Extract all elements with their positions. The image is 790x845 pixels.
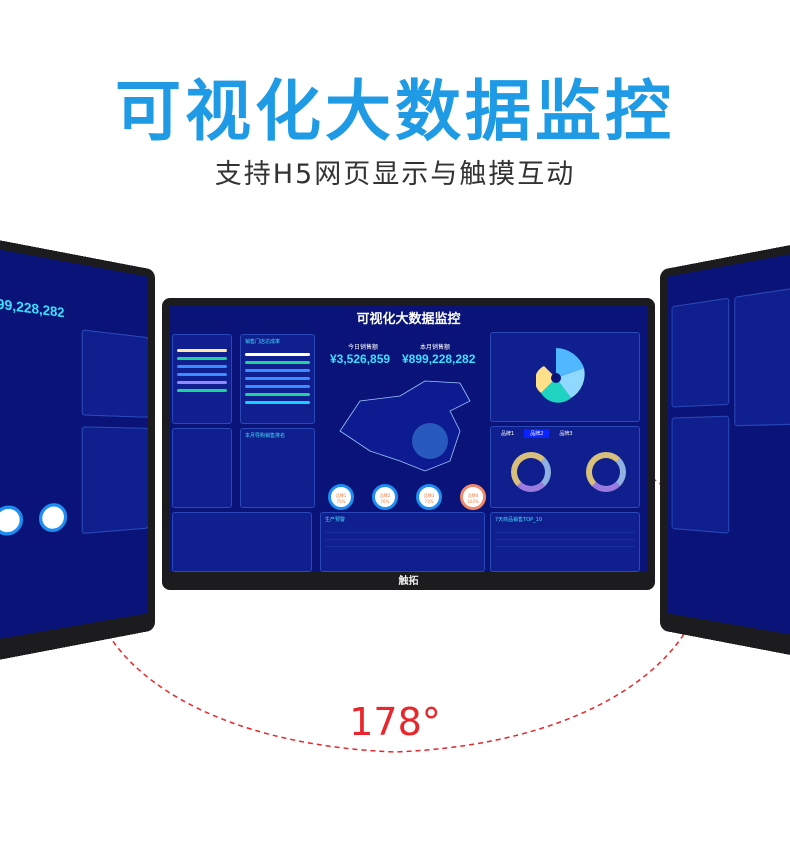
dashboard-screen: 可视化大数据监控 销售门店达成率 本月导购销售排名 今日销售额 ¥3,526,8… (170, 306, 647, 572)
month-sales-label: 本月销售额 (420, 344, 451, 351)
today-sales-value: ¥3,526,859 (330, 352, 391, 366)
right-screen (667, 247, 790, 642)
center-monitor: 可视化大数据监控 销售门店达成率 本月导购销售排名 今日销售额 ¥3,526,8… (162, 298, 655, 590)
left-monitor: ¥899,228,282 (0, 232, 156, 668)
left-kpi: ¥899,228,282 (0, 293, 65, 321)
china-map (339, 380, 471, 472)
headline: 可视化大数据监控 (115, 73, 675, 150)
panel-title: 生产预警 (325, 517, 346, 523)
month-sales-value: ¥899,228,282 (402, 352, 476, 366)
monitor-brand-logo: 触拓 (398, 576, 419, 587)
right-monitor (660, 235, 790, 665)
panel-title: 7天商品销售TOP_10 (495, 517, 543, 523)
panel-title: 本月导购销售排名 (245, 433, 286, 439)
dashboard-title: 可视化大数据监控 (356, 312, 461, 327)
left-screen: ¥899,228,282 (0, 243, 148, 645)
rose-pie-chart (536, 348, 585, 403)
subheadline: 支持H5网页显示与触摸互动 (214, 159, 576, 190)
angle-label: 178° (349, 700, 441, 744)
today-sales-label: 今日销售额 (348, 344, 379, 351)
tab-brand3[interactable]: 品牌3 (559, 431, 573, 437)
tab-brand2[interactable]: 品牌2 (524, 429, 550, 438)
tab-brand1[interactable]: 品牌1 (501, 431, 515, 437)
panel-title: 销售门店达成率 (245, 339, 281, 345)
